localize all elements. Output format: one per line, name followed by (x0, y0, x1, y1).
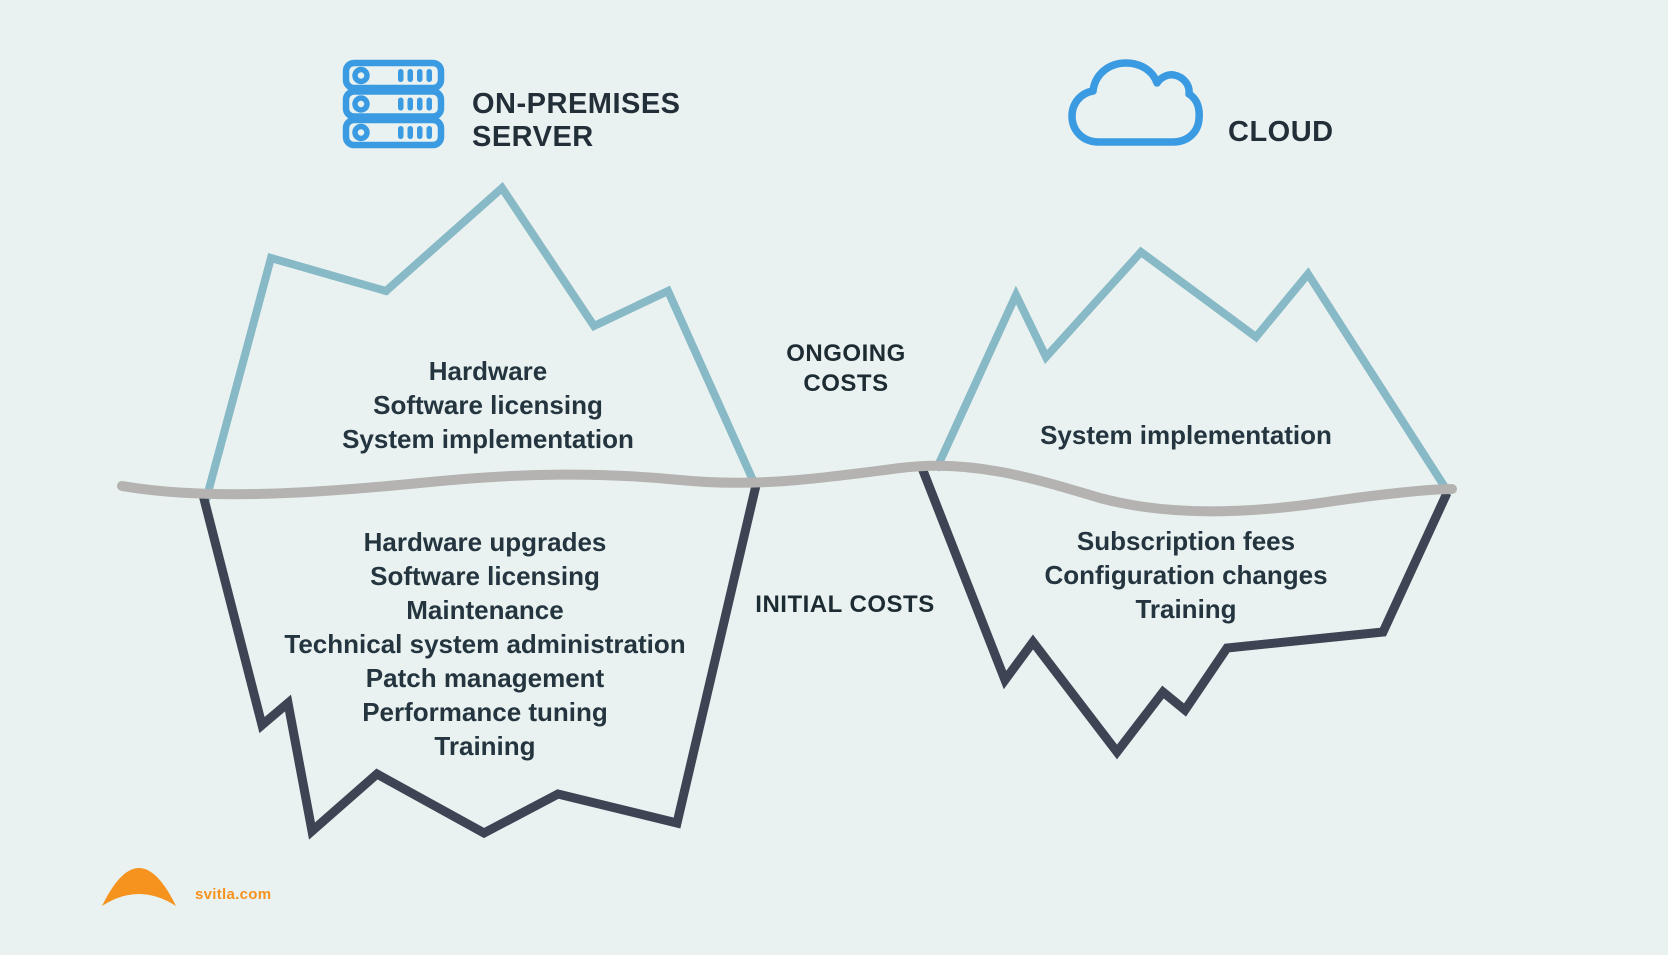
on-premises-header-title: ON-PREMISES SERVER (472, 88, 681, 153)
list-item: Technical system administration (284, 629, 686, 659)
list-item: Configuration changes (1044, 560, 1328, 590)
waterline (117, 460, 1457, 517)
list-item: Performance tuning (362, 697, 608, 727)
cloud-above-water-list: System implementation (1040, 418, 1332, 452)
cloud-iceberg-above-outline (932, 246, 1452, 495)
list-item: Software licensing (373, 390, 603, 420)
initial-costs-label: INITIAL COSTS (755, 591, 935, 618)
on-premises-below-water-list: Hardware upgrades Software licensing Mai… (284, 525, 685, 763)
cloud-icon (1068, 59, 1203, 146)
list-item: Training (1135, 594, 1237, 624)
svitla-logo-mark (102, 868, 176, 906)
cloud-iceberg-below-outline (917, 466, 1452, 760)
on-premises-above-water-list: Hardware Software licensing System imple… (342, 354, 634, 456)
svitla-logo-text: svitla.com (195, 886, 272, 903)
list-item: Training (434, 731, 536, 761)
cloud-below-water-list: Subscription fees Configuration changes … (1044, 524, 1327, 626)
on-premises-iceberg-below-outline (198, 479, 762, 840)
list-item: Hardware (428, 356, 548, 386)
list-item: Subscription fees (1076, 526, 1296, 556)
list-item: Maintenance (406, 595, 564, 625)
on-premises-iceberg-above-outline (202, 181, 760, 502)
list-item: Patch management (365, 663, 605, 693)
list-item: System implementation (1040, 420, 1332, 450)
cloud-header-title: CLOUD (1228, 116, 1334, 148)
list-item: System implementation (342, 424, 634, 454)
list-item: Hardware upgrades (363, 527, 607, 557)
list-item: Software licensing (370, 561, 600, 591)
server-icon (342, 59, 445, 149)
ongoing-costs-label: ONGOING COSTS (786, 340, 906, 397)
